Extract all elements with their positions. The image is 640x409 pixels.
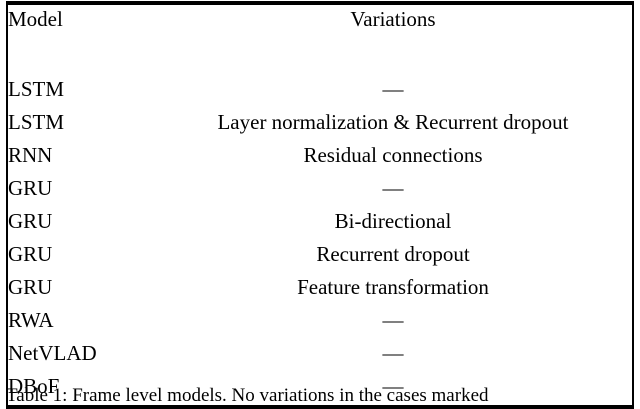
cell-variation: — xyxy=(382,77,404,101)
table-row: NetVLAD — xyxy=(8,337,632,370)
table-row: RWA — xyxy=(8,304,632,337)
rule-line-upper xyxy=(8,3,632,5)
cell-model: DBoF xyxy=(8,374,60,398)
models-variations-table: Model Variations xyxy=(6,1,634,409)
table-row: LSTM Layer normalization & Recurrent dro… xyxy=(8,106,632,139)
table-row: GRU — xyxy=(8,172,632,205)
cell-model: GRU xyxy=(8,275,53,299)
table-row: DBoF — xyxy=(8,370,632,403)
table-row: LSTM — xyxy=(8,73,632,106)
cell-model: GRU xyxy=(8,242,53,266)
table-body: LSTM — LSTM Layer normalization & Recurr… xyxy=(8,69,632,407)
cell-variation: Recurrent dropout xyxy=(316,242,470,266)
table-row: GRU Feature transformation xyxy=(8,271,632,304)
cell-model: NetVLAD xyxy=(8,341,97,365)
cell-variation: Feature transformation xyxy=(297,275,489,299)
cell-model: GRU xyxy=(8,209,53,233)
table-row: RNN Residual connections xyxy=(8,139,632,172)
column-header-model: Model xyxy=(8,7,63,31)
header-row: Model Variations xyxy=(8,3,632,36)
rule-line-lower xyxy=(8,405,632,407)
table: Model Variations xyxy=(8,3,632,407)
cell-model: LSTM xyxy=(8,77,65,101)
column-header-variations: Variations xyxy=(350,7,436,31)
table-row: GRU Bi-directional xyxy=(8,205,632,238)
cell-variation: Residual connections xyxy=(303,143,483,167)
cell-model: RWA xyxy=(8,308,54,332)
table-header: Model Variations xyxy=(8,3,632,407)
cell-variation: Bi-directional xyxy=(334,209,452,233)
table-caption: Table 1: Frame level models. No variatio… xyxy=(6,385,489,402)
header-double-rule xyxy=(8,3,632,407)
cell-variation: Layer normalization & Recurrent dropout xyxy=(217,110,569,134)
cell-model: RNN xyxy=(8,143,53,167)
cell-variation: — xyxy=(382,308,404,332)
cell-model: GRU xyxy=(8,176,53,200)
cell-variation: — xyxy=(382,176,404,200)
cell-variation: — xyxy=(382,374,404,398)
table-row: GRU Recurrent dropout xyxy=(8,238,632,271)
cell-variation: — xyxy=(382,341,404,365)
cell-model: LSTM xyxy=(8,110,65,134)
